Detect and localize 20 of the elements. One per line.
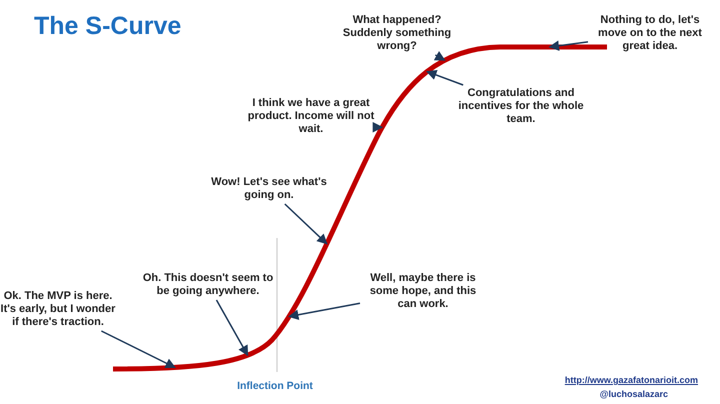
annotation-text: What happened? Suddenly something wrong? [336, 14, 458, 53]
annotation-text: Ok. The MVP is here. It's early, but I wonder if there's traction. [0, 290, 116, 329]
annotation-text: Wow! Let's see what's going on. [208, 176, 330, 202]
annotation-text: Well, maybe there is some hope, and this can work. [362, 272, 484, 311]
title: The S-Curve [34, 12, 182, 41]
leader-arrow [426, 70, 464, 86]
annotation-text: Oh. This doesn't seem to be going anywhere. [140, 272, 276, 298]
annotation-text: Congratulations and incentives for the whole team. [458, 87, 584, 126]
annotation-text: Nothing to do, let's move on to the next great idea. [590, 14, 710, 53]
leader-arrow [434, 51, 446, 61]
leader-arrow [216, 300, 248, 356]
leader-arrow [288, 302, 360, 320]
leader-arrow [284, 203, 328, 245]
leader-arrow [372, 122, 383, 132]
handle-text: @luchosalazarc [600, 389, 668, 399]
axis-label: Inflection Point [236, 380, 314, 392]
leader-arrow [101, 330, 176, 368]
annotation-text: I think we have a great product. Income will not wait. [238, 97, 384, 136]
web-link: http://www.gazafatonarioit.com [564, 375, 698, 385]
leader-arrow [548, 40, 588, 51]
